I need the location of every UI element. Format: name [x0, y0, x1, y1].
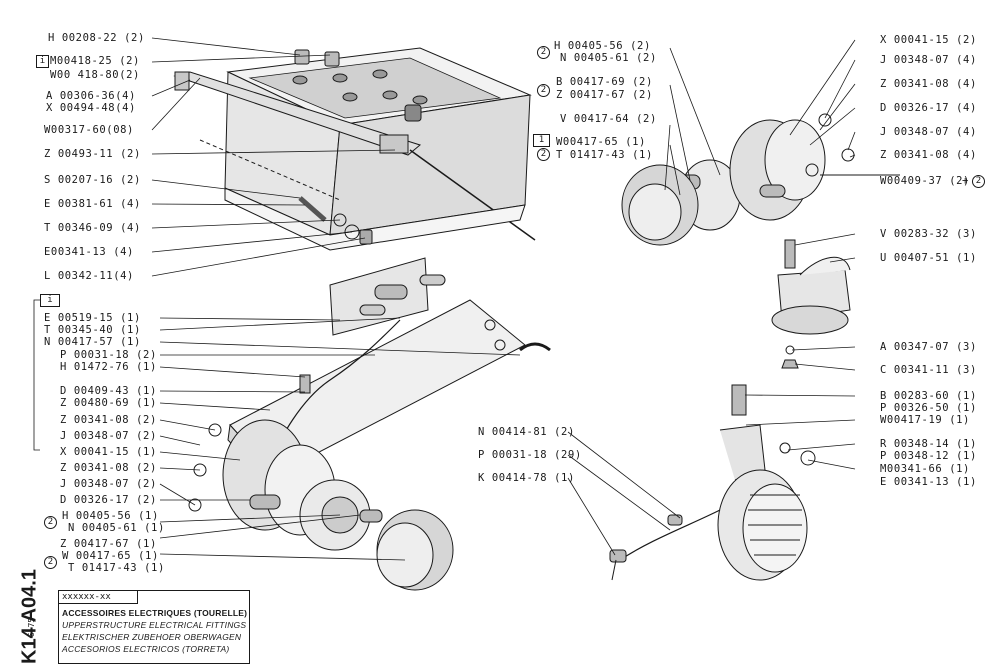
- part-label: W00417-19 (1): [880, 414, 970, 426]
- top-lamp-drawing: [621, 113, 900, 246]
- part-label: K 00414-78 (1): [478, 472, 575, 484]
- sheet-number: K14 A04.1 6-75: [8, 565, 48, 665]
- part-label: L 00342-11(4): [44, 270, 134, 282]
- note-2-marker: 2: [537, 148, 550, 161]
- part-label: N 00417-57 (1): [44, 336, 141, 348]
- note-2-marker: 2: [44, 516, 57, 529]
- part-label: E00341-13 (4): [44, 246, 134, 258]
- part-label: T 00346-09 (4): [44, 222, 141, 234]
- part-label: T 01417-43 (1): [556, 149, 653, 161]
- note-2-marker: 2: [537, 46, 550, 59]
- title-block: [58, 590, 250, 664]
- part-label: T 01417-43 (1): [68, 562, 165, 574]
- part-label: C 00341-11 (3): [880, 364, 977, 376]
- part-label: Z 00341-08 (4): [880, 78, 977, 90]
- part-label: B 00283-60 (1): [880, 390, 977, 402]
- horn-drawing: [609, 384, 816, 581]
- part-label: N 00405-61 (2): [560, 52, 657, 64]
- note-2-marker: 2: [537, 84, 550, 97]
- leader-lines-left: [33, 37, 521, 561]
- part-label: X 00494-48(4): [46, 102, 136, 114]
- part-label: D 00409-43 (1): [60, 385, 157, 397]
- part-label: J 00348-07 (4): [880, 126, 977, 138]
- part-label: J 00348-07 (2): [60, 430, 157, 442]
- part-label: X 00041-15 (2): [880, 34, 977, 46]
- part-label: J 00348-07 (4): [880, 54, 977, 66]
- part-label: H 00405-56 (1): [62, 510, 159, 522]
- part-label: D 00326-17 (2): [60, 494, 157, 506]
- part-label: Z 00341-08 (2): [60, 414, 157, 426]
- lamp-arm-drawing: [188, 257, 551, 591]
- title-es: ACCESORIOS ELECTRICOS (TORRETA): [62, 644, 230, 654]
- part-label: W 00417-65 (1): [62, 550, 159, 562]
- part-label: Z 00480-69 (1): [60, 397, 157, 409]
- note-2-marker: 2: [44, 556, 57, 569]
- part-label: R 00348-14 (1): [880, 438, 977, 450]
- part-label: P 00031-18 (29): [478, 449, 582, 461]
- part-label: P 00031-18 (2): [60, 349, 157, 361]
- part-label: Z 00417-67 (1): [60, 538, 157, 550]
- title-en: UPPERSTRUCTURE ELECTRICAL FITTINGS: [62, 620, 247, 630]
- part-label: D 00326-17 (4): [880, 102, 977, 114]
- title-fr: ACCESSOIRES ELECTRIQUES (TOURELLE): [62, 608, 248, 618]
- part-label: N 00405-61 (1): [68, 522, 165, 534]
- part-label: Z 00341-08 (2): [60, 462, 157, 474]
- part-label: Z 00493-11 (2): [44, 148, 141, 160]
- sheet-date: 6-75: [27, 617, 37, 638]
- beacon-drawing: [771, 239, 851, 369]
- part-label: S 00207-16 (2): [44, 174, 141, 186]
- part-label: Z 00417-67 (2): [556, 89, 653, 101]
- part-label: W00 418-80(2): [50, 69, 140, 81]
- part-label: M00341-66 (1): [880, 463, 970, 475]
- part-label: J 00348-07 (2): [60, 478, 157, 490]
- part-label: E 00341-13 (1): [880, 476, 977, 488]
- part-label: N 00414-81 (2): [478, 426, 575, 438]
- leader-lines-right: [567, 39, 856, 556]
- part-label: U 00407-51 (1): [880, 252, 977, 264]
- part-label: M00418-25 (2): [50, 55, 140, 67]
- part-label: W00409-37 (2): [880, 175, 970, 187]
- part-label: H 00405-56 (2): [554, 40, 651, 52]
- part-label: X 00041-15 (1): [60, 446, 157, 458]
- part-label: W00417-65 (1): [556, 136, 646, 148]
- part-label: P 00348-12 (1): [880, 450, 977, 462]
- part-label: Z 00341-08 (4): [880, 149, 977, 161]
- part-label: V 00283-32 (3): [880, 228, 977, 240]
- part-label: H 01472-76 (1): [60, 361, 157, 373]
- info-marker: i: [36, 55, 49, 68]
- part-label: T 00345-40 (1): [44, 324, 141, 336]
- info-marker: i: [40, 294, 60, 307]
- title-de: ELEKTRISCHER ZUBEHOER OBERWAGEN: [62, 632, 242, 642]
- note-2-marker: 2: [972, 175, 985, 188]
- part-label: P 00326-50 (1): [880, 402, 977, 414]
- part-label: B 00417-69 (2): [556, 76, 653, 88]
- part-label: H 00208-22 (2): [48, 32, 145, 44]
- plus-marker: +: [962, 175, 969, 187]
- part-label: E 00381-61 (4): [44, 198, 141, 210]
- part-label: W00317-60(08): [44, 124, 134, 136]
- battery-drawing: [173, 47, 536, 251]
- title-code: xxxxxx-xx: [58, 590, 138, 604]
- part-label: A 00347-07 (3): [880, 341, 977, 353]
- sheet-code: K14 A04.1: [18, 569, 41, 664]
- part-label: V 00417-64 (2): [560, 113, 657, 125]
- part-label: A 00306-36(4): [46, 90, 136, 102]
- part-label: E 00519-15 (1): [44, 312, 141, 324]
- note-1-marker: 1: [533, 134, 550, 147]
